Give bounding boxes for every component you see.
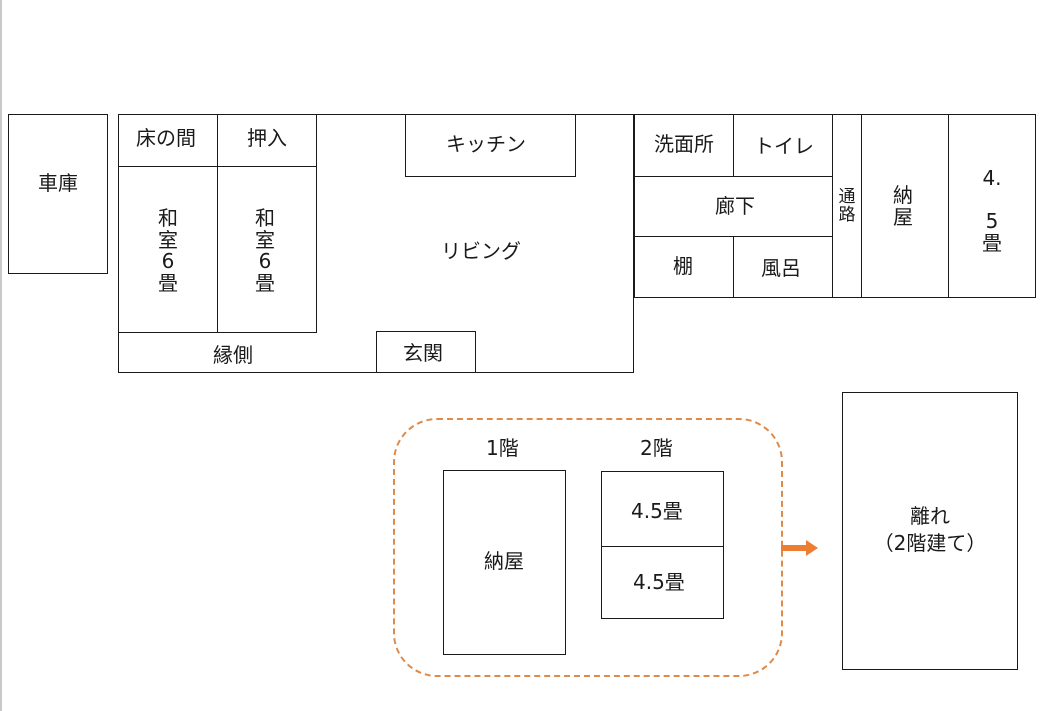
oshiire-label: 押入 bbox=[247, 126, 287, 150]
furo-label: 風呂 bbox=[761, 256, 801, 280]
page-edge bbox=[0, 0, 2, 711]
annex-upper-room bbox=[601, 471, 724, 547]
toilet-label: トイレ bbox=[754, 134, 814, 158]
tokonoma-label: 床の間 bbox=[136, 126, 196, 150]
annex-lower-room bbox=[601, 546, 724, 619]
tatami45-room bbox=[948, 114, 1036, 298]
kitchen-room bbox=[405, 114, 576, 177]
washitsu-right-label: 和 室 6 畳 bbox=[255, 206, 275, 295]
annex-label-line2: （2階建て） bbox=[873, 531, 987, 555]
washitsu-left-label: 和 室 6 畳 bbox=[158, 206, 178, 295]
toilet-room bbox=[733, 114, 833, 177]
senmenjo-room bbox=[634, 114, 734, 177]
kitchen-label: キッチン bbox=[446, 132, 526, 156]
annex-naya-label: 納屋 bbox=[484, 549, 524, 573]
floor2-label: 2階 bbox=[640, 436, 673, 460]
naya-label: 納 屋 bbox=[893, 183, 913, 229]
annex-naya-room bbox=[443, 470, 566, 655]
tana-label: 棚 bbox=[673, 254, 693, 278]
tatami45-label: 4. 5 畳 bbox=[982, 166, 1002, 255]
rouka-label: 廊下 bbox=[715, 194, 755, 218]
senmenjo-label: 洗面所 bbox=[654, 132, 714, 156]
annex-label: 離れ （2階建て） bbox=[842, 503, 1018, 557]
annex-upper-label: 4.5畳 bbox=[631, 499, 683, 523]
washitsu-left-room bbox=[118, 166, 218, 333]
arrow-right-icon bbox=[806, 540, 818, 556]
annex-label-line1: 離れ bbox=[910, 504, 950, 528]
genkan-label: 玄関 bbox=[403, 341, 443, 365]
living-label: リビング bbox=[441, 239, 521, 263]
annex-lower-label: 4.5畳 bbox=[633, 570, 685, 594]
tana-room bbox=[634, 236, 734, 298]
engawa-label: 縁側 bbox=[213, 343, 253, 367]
arrow-shaft bbox=[781, 545, 807, 551]
washitsu-right-room bbox=[217, 166, 317, 333]
furo-room bbox=[733, 236, 833, 298]
floor1-label: 1階 bbox=[486, 436, 519, 460]
garage-room bbox=[8, 114, 108, 274]
garage-label: 車庫 bbox=[38, 171, 78, 195]
oshiire-room bbox=[217, 114, 317, 167]
genkan-room bbox=[376, 331, 476, 373]
tsuuro-label: 通 路 bbox=[838, 187, 856, 225]
annex-building bbox=[842, 392, 1018, 670]
